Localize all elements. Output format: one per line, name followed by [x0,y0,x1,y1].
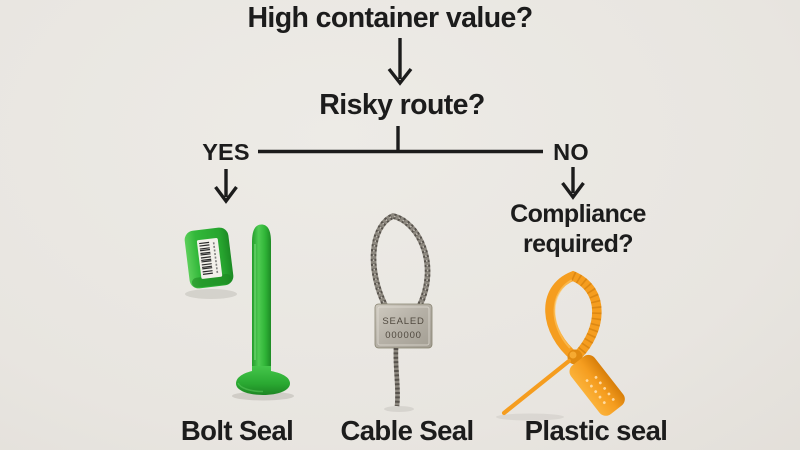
plastic-shadow [496,413,564,421]
cap-shadow [185,289,237,299]
plastic-seal-loop [545,270,602,362]
arrow-down-icon-root [387,38,413,86]
cable-seal-block: SEALED 000000 [374,303,433,349]
question-compliance-line1: Compliance [510,200,646,228]
arrow-down-icon-yes [214,169,238,204]
plastic-seal-tail [501,358,572,416]
bolt-seal-cap [184,227,234,289]
embossed-marks [585,375,615,405]
stamp-text-serial: 000000 [385,330,422,341]
branch-label-yes: YES [202,139,250,165]
question-root: High container value? [247,2,533,34]
cable-shadow [384,406,414,412]
barcode-serial-marks [212,242,219,274]
cable-tail [393,347,400,407]
stamp-text-sealed: SEALED [382,316,424,327]
plastic-seal-tag [569,354,625,416]
outcome-label-cable-seal: Cable Seal [340,415,474,446]
barcode-icon [199,241,213,275]
bolt-seal-image [184,224,294,401]
cable-seal-image: SEALED 000000 [370,213,433,412]
outcome-label-plastic-seal: Plastic seal [524,415,668,446]
bolt-seal-pin [236,224,290,395]
question-risky-route: Risky route? [319,89,485,121]
plastic-seal-image [496,270,625,421]
cable-loop [370,213,431,309]
arrow-down-icon-no [561,167,585,200]
pin-shadow [232,391,294,401]
branch-label-no: NO [553,139,589,165]
outcome-label-bolt-seal: Bolt Seal [180,415,294,446]
question-compliance-line2: required? [523,230,634,258]
question-compliance: Compliance required? [510,199,646,259]
